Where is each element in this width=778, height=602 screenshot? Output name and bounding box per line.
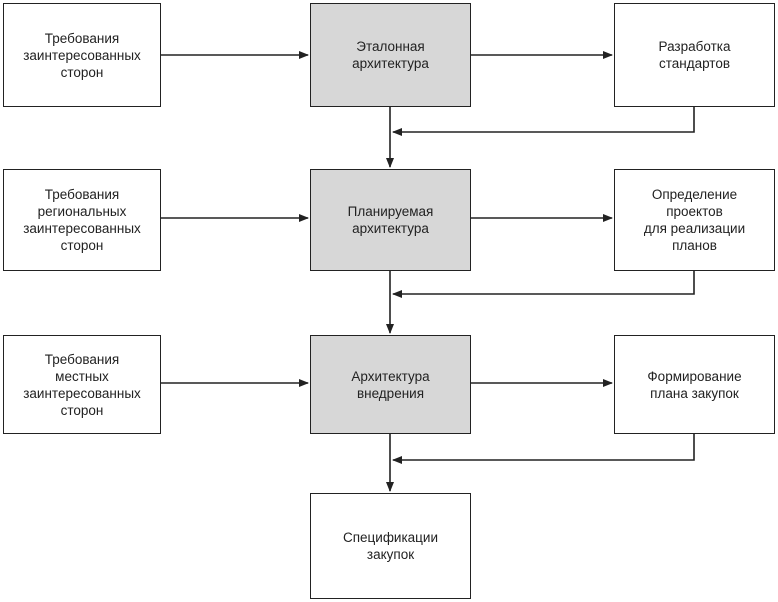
local-requirements-box: Требования местных заинтересованных стор… xyxy=(3,335,161,434)
node-label: Планируемая архитектура xyxy=(347,204,434,236)
procurement-plan-box: Формирование плана закупок xyxy=(614,335,775,434)
node-label: Требования местных заинтересованных стор… xyxy=(23,351,141,418)
node-label: Спецификации закупок xyxy=(342,530,438,562)
node-label: Разработка стандартов xyxy=(658,39,731,71)
feedback-projects xyxy=(392,271,695,298)
standards-development-box: Разработка стандартов xyxy=(614,3,775,107)
regional-requirements-box: Требования региональных заинтересованных… xyxy=(3,169,161,271)
node-label: Архитектура внедрения xyxy=(351,368,430,401)
procurement-specifications-box: Спецификации закупок xyxy=(310,493,471,599)
node-label: Требования заинтересованных сторон xyxy=(23,30,141,80)
feedback-standards xyxy=(392,107,695,136)
stakeholder-requirements-box: Требования заинтересованных сторон xyxy=(3,3,161,107)
node-label: Формирование плана закупок xyxy=(647,368,742,401)
project-definition-box: Определение проектов для реализации план… xyxy=(614,169,775,271)
node-label: Требования региональных заинтересованных… xyxy=(23,187,141,253)
reference-architecture-box: Эталонная архитектура xyxy=(310,3,471,107)
feedback-procurement-plan xyxy=(392,434,695,464)
node-label: Эталонная архитектура xyxy=(352,39,429,71)
implementation-architecture-box: Архитектура внедрения xyxy=(310,335,471,434)
node-label: Определение проектов для реализации план… xyxy=(643,187,746,253)
planned-architecture-box: Планируемая архитектура xyxy=(310,169,471,271)
